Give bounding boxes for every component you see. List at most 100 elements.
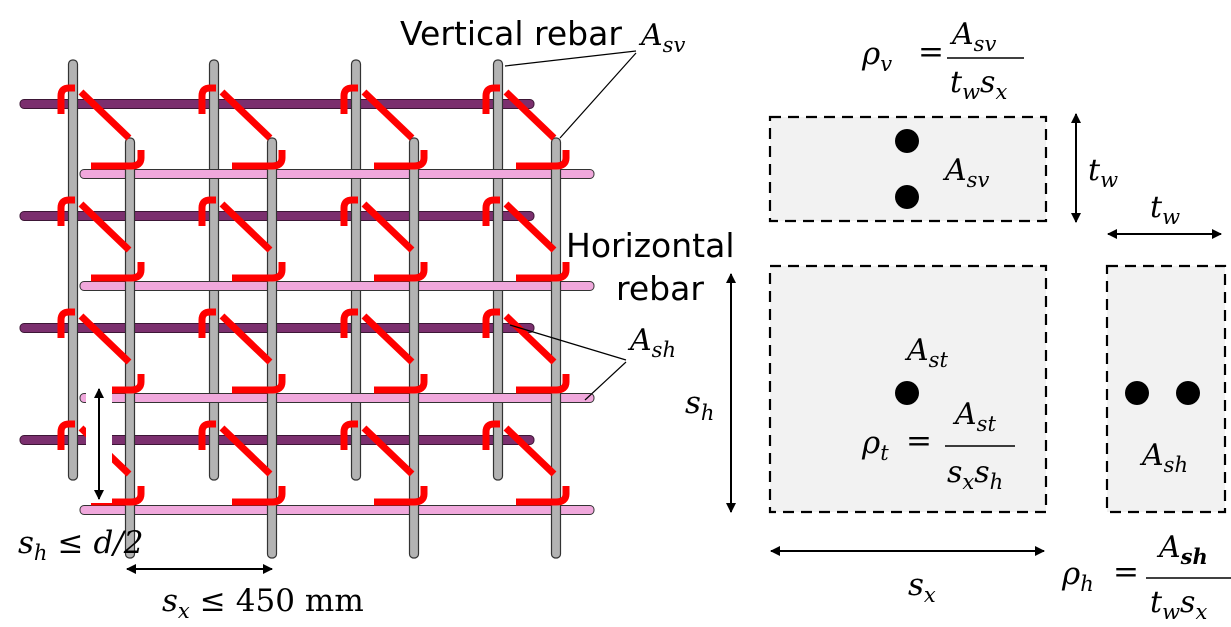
tie-diagonal bbox=[78, 201, 132, 253]
tie-back-hook bbox=[198, 308, 216, 338]
tie-front-hook bbox=[232, 374, 286, 394]
tie-front-hook bbox=[91, 150, 145, 170]
tw-horizontal-label: tw bbox=[1150, 190, 1180, 229]
tie-diagonal bbox=[361, 201, 415, 253]
svg-text:sxsh: sxsh bbox=[947, 455, 1003, 494]
svg-text:ρv: ρv bbox=[861, 36, 892, 76]
tie-front-hook bbox=[91, 262, 145, 282]
front-horizontal-bar bbox=[79, 169, 595, 179]
tie-diagonal bbox=[361, 89, 415, 141]
tie-back-hook bbox=[57, 308, 75, 338]
sx-horizontal-label: sx bbox=[908, 567, 936, 607]
tie-front-hook bbox=[374, 262, 428, 282]
front-horizontal-bar bbox=[79, 281, 595, 291]
tie-diagonal bbox=[361, 425, 415, 477]
front-horizontal-bar bbox=[79, 505, 595, 515]
tie-diagonal bbox=[219, 201, 273, 253]
vertical-rebar-dot bbox=[895, 129, 919, 153]
back-vertical-bar bbox=[350, 59, 362, 481]
back-vertical-bar bbox=[492, 59, 504, 481]
back-vertical-bars bbox=[67, 59, 504, 481]
tie-back-hook bbox=[198, 420, 216, 450]
svg-text:Asv: Asv bbox=[949, 17, 996, 56]
svg-text:ρh: ρh bbox=[1061, 556, 1094, 596]
svg-text:=: = bbox=[906, 423, 932, 459]
leader-lines bbox=[504, 50, 637, 401]
tie-diagonal bbox=[219, 89, 273, 141]
svg-text:ρt: ρt bbox=[861, 425, 889, 465]
ash-section-label: Ash bbox=[1139, 438, 1188, 477]
tie-back-hook bbox=[57, 196, 75, 226]
tie-back-hook bbox=[340, 196, 358, 226]
tie-front-hook bbox=[91, 486, 145, 506]
front-horizontal-bar bbox=[79, 393, 595, 403]
tie-front-hook bbox=[516, 374, 570, 394]
tie-back-hook bbox=[482, 196, 500, 226]
tie-back-hook bbox=[340, 308, 358, 338]
back-vertical-bar bbox=[67, 59, 79, 481]
tie-diagonal bbox=[219, 313, 273, 365]
tie-diagonal bbox=[503, 313, 557, 365]
tie-diagonal bbox=[503, 425, 557, 477]
tie-front-hook bbox=[232, 262, 286, 282]
rho-t-formula: ρt = Ast sxsh bbox=[861, 397, 1015, 494]
front-vertical-bar bbox=[408, 137, 420, 559]
tie-dot bbox=[895, 381, 919, 405]
rebar-cage bbox=[19, 59, 595, 559]
tie-front-hook bbox=[232, 486, 286, 506]
tie-front-hook bbox=[374, 486, 428, 506]
tie-back-hook bbox=[198, 196, 216, 226]
tie-back-hook bbox=[340, 84, 358, 114]
tie-front-hook bbox=[232, 150, 286, 170]
sh-leq-d2-label: sh≤d/2 bbox=[18, 525, 143, 565]
vertical-rebar-dot bbox=[895, 185, 919, 209]
tie-diagonal bbox=[503, 201, 557, 253]
front-vertical-bar bbox=[550, 137, 562, 559]
horizontal-rebar-label-line1: Horizontal bbox=[566, 226, 735, 265]
tie-diagonal bbox=[78, 313, 132, 365]
ash-label-left: Ash bbox=[627, 323, 676, 362]
tie-back-hook bbox=[340, 420, 358, 450]
asv-section-label: Asv bbox=[942, 153, 989, 192]
horizontal-rebar-dot bbox=[1176, 381, 1200, 405]
horizontal-rebar-label-line2: rebar bbox=[616, 269, 704, 308]
back-horizontal-bar bbox=[19, 99, 535, 109]
svg-text:twsx: twsx bbox=[1150, 585, 1207, 624]
tw-vertical-label: tw bbox=[1088, 153, 1118, 192]
tie-front-hook bbox=[374, 374, 428, 394]
rho-v-formula: ρv = Asv twsx bbox=[861, 17, 1024, 104]
front-vertical-bar bbox=[124, 137, 136, 559]
tie-diagonal bbox=[78, 89, 132, 141]
tie-front-hook bbox=[516, 486, 570, 506]
tie-back-hook bbox=[57, 84, 75, 114]
asv-label-top: Asv bbox=[638, 18, 685, 57]
svg-text:twsx: twsx bbox=[950, 65, 1007, 104]
front-vertical-bars bbox=[124, 137, 562, 559]
tie-front-hook bbox=[516, 150, 570, 170]
tie-front-hook bbox=[374, 150, 428, 170]
tie-section bbox=[768, 264, 1048, 514]
vertical-rebar-label: Vertical rebar bbox=[400, 14, 622, 53]
sh-vertical-label: sh bbox=[685, 385, 714, 425]
tie-front-hook bbox=[516, 262, 570, 282]
front-vertical-bar bbox=[266, 137, 278, 559]
tie-diagonal bbox=[361, 313, 415, 365]
ast-section-label: Ast bbox=[904, 333, 948, 372]
svg-text:Ash: Ash bbox=[1156, 530, 1208, 569]
tie-diagonal bbox=[503, 89, 557, 141]
tie-front-hook bbox=[91, 374, 145, 394]
tie-back-hook bbox=[57, 420, 75, 450]
tie-back-hook bbox=[482, 84, 500, 114]
svg-text:=: = bbox=[1113, 554, 1139, 590]
back-vertical-bar bbox=[208, 59, 220, 481]
tie-diagonal bbox=[219, 425, 273, 477]
tie-back-hook bbox=[198, 84, 216, 114]
svg-text:=: = bbox=[918, 34, 944, 70]
front-horizontal-bars bbox=[79, 169, 595, 515]
cross-ties bbox=[57, 84, 570, 506]
horizontal-rebar-dot bbox=[1125, 381, 1149, 405]
tie-back-hook bbox=[482, 420, 500, 450]
svg-text:Ast: Ast bbox=[952, 397, 996, 436]
